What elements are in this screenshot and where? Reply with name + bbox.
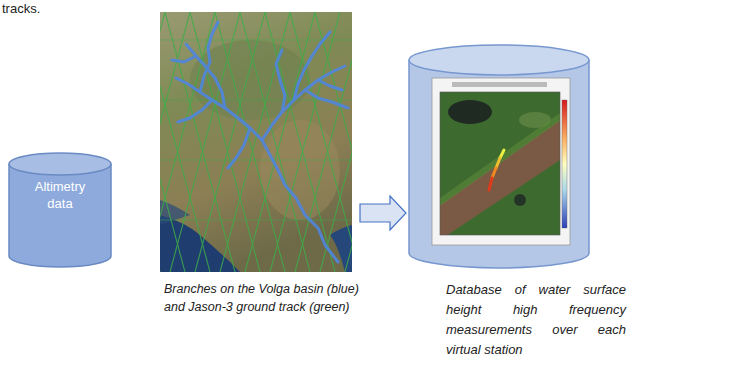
note-text: tracks. xyxy=(2,1,40,16)
cylinder-label: Altimetry data xyxy=(8,178,112,212)
map-figure: Branches on the Volga basin (blue) and J… xyxy=(160,12,360,272)
database-cylinder xyxy=(409,45,589,268)
figure-caption: Branches on the Volga basin (blue) and J… xyxy=(164,280,360,316)
database-figure: Database of water surface height high fr… xyxy=(408,44,630,270)
river-view-picture xyxy=(432,78,570,245)
figure-caption: Database of water surface height high fr… xyxy=(446,280,626,360)
data-cylinder: Altimetry data xyxy=(8,152,112,268)
block-arrow xyxy=(360,196,406,230)
volga-map xyxy=(160,12,352,272)
